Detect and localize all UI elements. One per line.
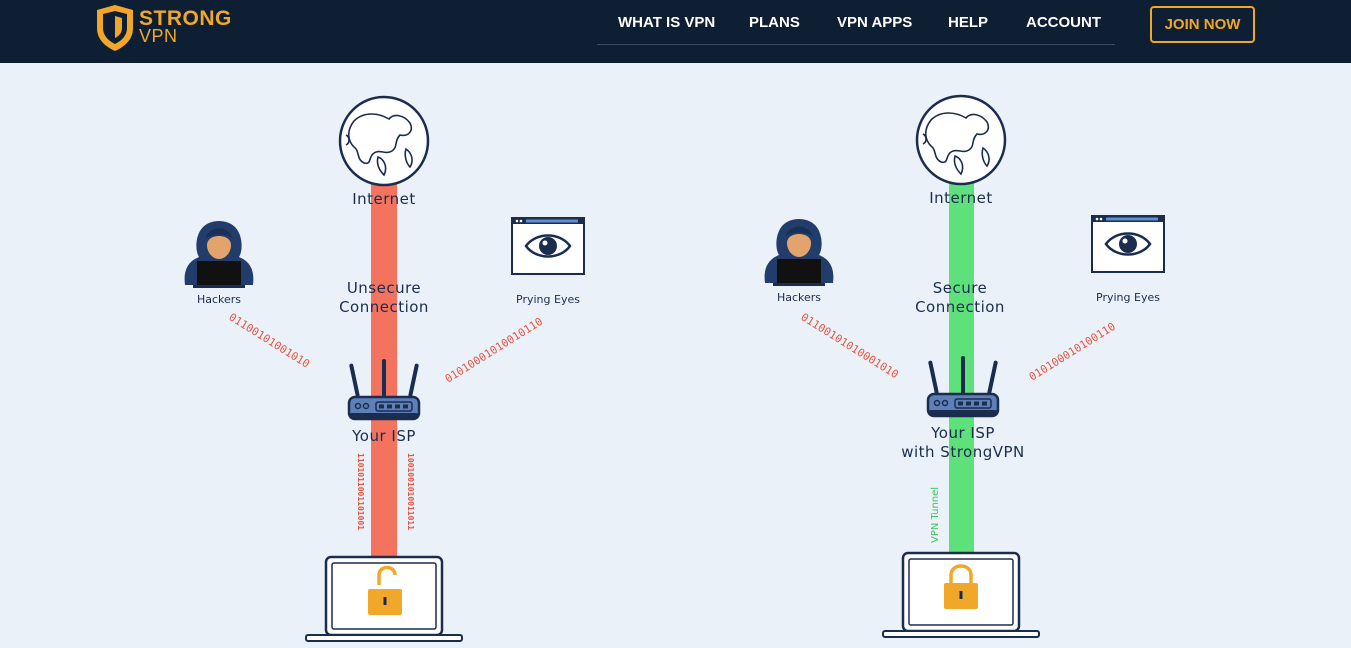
isp-label-line2: with StrongVPN: [901, 443, 1025, 461]
nav-item-account[interactable]: ACCOUNT: [1026, 14, 1101, 31]
binary-vertical-left: 1101011001101001: [356, 453, 365, 530]
binary-vertical-right: 1001001010011011: [406, 453, 415, 530]
connection-label-line1: Unsecure: [346, 279, 422, 297]
locked-padlock-icon: [944, 564, 978, 609]
internet-label: Internet: [352, 190, 416, 208]
diagram-graphics: 01100101001010 01010001010010110 1101011…: [184, 94, 1166, 643]
binary-right-stream: 010100010100110: [1027, 320, 1118, 384]
router-icon: [347, 357, 421, 421]
unlocked-padlock-icon: [368, 565, 402, 615]
isp-label: Your ISP: [352, 427, 416, 445]
main-nav: WHAT IS VPN PLANS VPN APPS HELP ACCOUNT: [597, 0, 1115, 45]
nav-item-help[interactable]: HELP: [948, 14, 989, 31]
nav-item-plans[interactable]: PLANS: [749, 14, 800, 31]
hacker-icon: [764, 219, 834, 286]
prying-eyes-label: Prying Eyes: [1096, 291, 1160, 304]
nav-item-what-is-vpn[interactable]: WHAT IS VPN: [618, 14, 716, 31]
brand-line2: VPN: [139, 26, 178, 46]
join-now-button[interactable]: JOIN NOW: [1150, 6, 1255, 43]
globe-icon: [338, 95, 430, 187]
vpn-comparison-diagram: 01100101001010 01010001010010110 1101011…: [0, 63, 1351, 648]
binary-left-stream: 01100101010001010: [798, 311, 900, 382]
isp-label-line1: Your ISP: [931, 424, 995, 442]
binary-left-stream: 01100101001010: [226, 311, 312, 371]
brand-line1: STRONG: [139, 7, 232, 30]
vpn-tunnel-label: VPN Tunnel: [930, 486, 941, 543]
secure-side: 01100101010001010 010100010100110: [764, 94, 1166, 639]
internet-label: Internet: [929, 189, 993, 207]
site-header: STRONG VPN WHAT IS VPN PLANS VPN APPS HE…: [0, 0, 1351, 63]
router-icon: [926, 354, 1000, 418]
connection-label-line1: Secure: [932, 279, 988, 297]
binary-right-stream: 01010001010010110: [443, 315, 545, 386]
hacker-icon: [184, 221, 254, 288]
shield-logo-icon: [97, 5, 133, 51]
globe-icon: [915, 94, 1007, 186]
eye-icon: [510, 216, 586, 276]
prying-eyes-label: Prying Eyes: [516, 293, 580, 306]
nav-item-vpn-apps[interactable]: VPN APPS: [837, 14, 913, 31]
connection-label-line2: Connection: [915, 298, 1005, 316]
brand-logo[interactable]: STRONG VPN: [95, 4, 255, 52]
hackers-label: Hackers: [776, 291, 822, 304]
hackers-label: Hackers: [196, 293, 242, 306]
unsecure-side: 01100101001010 01010001010010110 1101011…: [184, 95, 586, 643]
connection-label-line2: Connection: [339, 298, 429, 316]
eye-icon: [1090, 214, 1166, 274]
